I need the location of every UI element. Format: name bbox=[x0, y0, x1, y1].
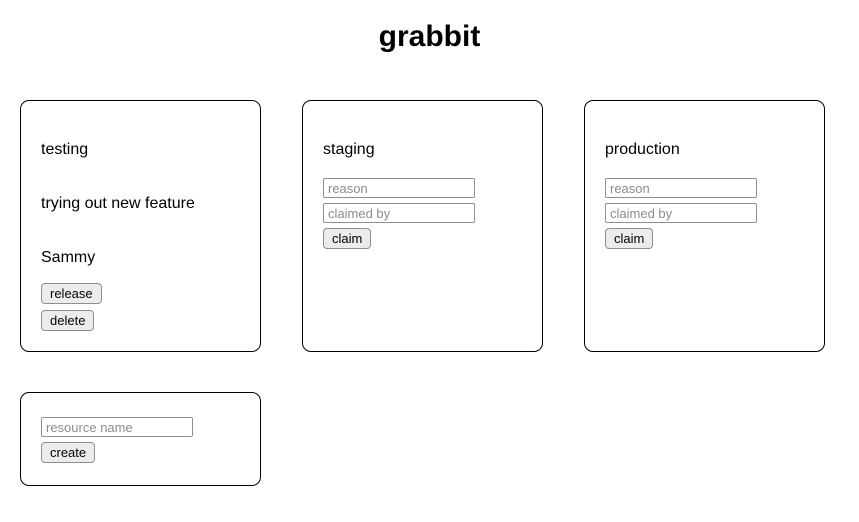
resource-card-production: production claim bbox=[584, 100, 825, 352]
claimed-by-input[interactable] bbox=[605, 203, 757, 223]
claim-button[interactable]: claim bbox=[323, 228, 372, 249]
release-button[interactable]: release bbox=[41, 283, 102, 304]
claim-reason-text: trying out new feature bbox=[41, 195, 195, 212]
resource-name: production bbox=[605, 141, 680, 158]
reason-input[interactable] bbox=[323, 178, 475, 198]
claimed-by-input[interactable] bbox=[323, 203, 475, 223]
reason-input[interactable] bbox=[605, 178, 757, 198]
delete-button[interactable]: delete bbox=[41, 310, 95, 331]
create-button[interactable]: create bbox=[41, 442, 96, 463]
resource-name: staging bbox=[323, 141, 375, 158]
app-title: grabbit bbox=[378, 20, 481, 53]
claimed-by-text: Sammy bbox=[41, 249, 96, 266]
resource-card-testing: testing trying out new feature Sammy rel… bbox=[20, 100, 261, 352]
resource-name-input[interactable] bbox=[41, 417, 193, 437]
resource-name: testing bbox=[41, 141, 89, 158]
create-resource-card: create bbox=[20, 392, 261, 486]
resource-card-staging: staging claim bbox=[302, 100, 543, 352]
claim-button[interactable]: claim bbox=[605, 228, 654, 249]
resource-grid: testing trying out new feature Sammy rel… bbox=[0, 100, 859, 486]
